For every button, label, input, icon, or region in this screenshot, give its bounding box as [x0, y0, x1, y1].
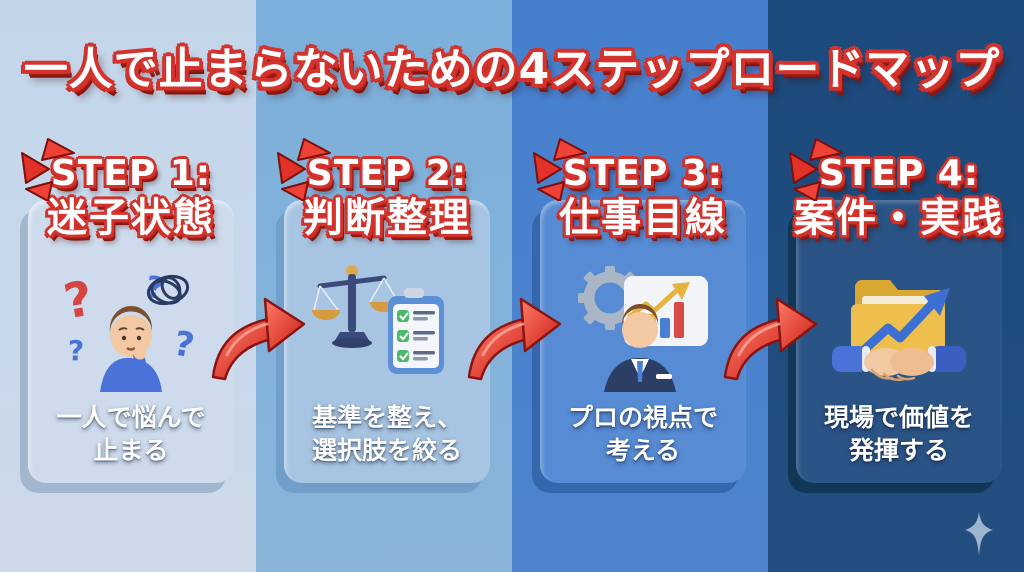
- curved-right-arrow-icon: [467, 297, 562, 381]
- step-1-card: ? ? ? ? 一人で悩ん: [28, 200, 234, 483]
- step-1-caption-line2: 止まる: [93, 436, 169, 465]
- curved-right-arrow-icon: [723, 297, 818, 381]
- step-3-heading: STEP 3: 仕事目線: [530, 153, 756, 243]
- step-1-title: 迷子状態: [47, 195, 215, 242]
- step-3-label: STEP 3:: [562, 153, 724, 194]
- step-3-caption: プロの視点で 考える: [540, 401, 746, 467]
- step-4-section: STEP 4: 案件・実践 現場で価値を 発揮する: [768, 0, 1024, 572]
- step-2-card: 基準を整え、 選択肢を絞る: [284, 200, 490, 483]
- svg-text:?: ?: [68, 334, 84, 367]
- step-4-caption-line1: 現場で価値を: [823, 403, 974, 432]
- step-3-section: STEP 3: 仕事目線: [512, 0, 768, 572]
- curved-right-arrow-icon: [211, 297, 306, 381]
- step-1-caption-line1: 一人で悩んで: [56, 403, 206, 432]
- step-2-caption: 基準を整え、 選択肢を絞る: [284, 401, 490, 467]
- step-3-title: 仕事目線: [559, 195, 727, 242]
- step-4-heading: STEP 4: 案件・実践: [786, 153, 1012, 243]
- step-2-caption-line2: 選択肢を絞る: [311, 436, 462, 465]
- emphasis-burst-icon: [277, 138, 331, 201]
- professional-chart-icon: [578, 266, 708, 392]
- emphasis-burst-icon: [789, 138, 843, 201]
- step-4-label: STEP 4:: [818, 153, 980, 194]
- step-3-caption-line1: プロの視点で: [567, 403, 718, 432]
- step-3-card: プロの視点で 考える: [540, 200, 746, 483]
- step-2-caption-line1: 基準を整え、: [311, 403, 462, 432]
- step-1-label: STEP 1:: [50, 153, 212, 194]
- handshake-folder-icon: [832, 280, 966, 382]
- step-4-caption-line2: 発揮する: [848, 436, 949, 465]
- step-4-caption: 現場で価値を 発揮する: [796, 401, 1002, 467]
- step-3-caption-line2: 考える: [605, 436, 681, 465]
- sparkle-star-icon: [965, 512, 993, 556]
- confused-person-icon: ? ? ? ?: [60, 270, 197, 392]
- svg-text:?: ?: [171, 324, 197, 367]
- svg-text:?: ?: [60, 271, 97, 331]
- page-title: 一人で止まらないための4ステップロードマップ: [23, 44, 1001, 95]
- step-2-heading: STEP 2: 判断整理: [274, 153, 500, 243]
- step-2-title: 判断整理: [303, 195, 471, 242]
- step-4-title: 案件・実践: [794, 195, 1004, 242]
- step-1-section: STEP 1: 迷子状態 ? ? ? ?: [0, 0, 256, 572]
- balance-scale-checklist-icon: [312, 265, 444, 374]
- emphasis-burst-icon: [21, 138, 75, 201]
- emphasis-burst-icon: [533, 138, 587, 201]
- step-4-card: 現場で価値を 発揮する: [796, 200, 1002, 483]
- step-2-section: STEP 2: 判断整理: [256, 0, 512, 572]
- step-1-caption: 一人で悩んで 止まる: [28, 401, 234, 467]
- step-1-heading: STEP 1: 迷子状態: [18, 153, 244, 243]
- step-2-label: STEP 2:: [306, 153, 468, 194]
